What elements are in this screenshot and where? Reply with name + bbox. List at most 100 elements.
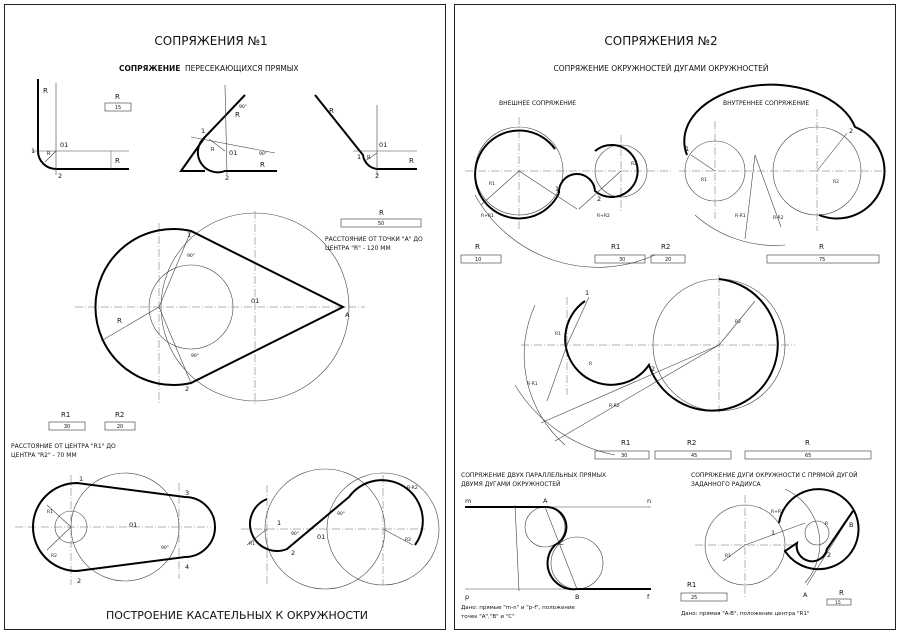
r1-dim-box (48, 421, 86, 431)
tangent-dim-label: R (379, 209, 384, 217)
mixed-r1: R1 (555, 331, 561, 337)
center-note-line1: РАССТОЯНИЕ ОТ ЦЕНТРА "R1" ДО (11, 443, 116, 450)
dim1-value-r2: 20 (665, 257, 671, 263)
dim2-box-r (744, 450, 872, 460)
r2-dim-box (104, 421, 136, 431)
arc-line-title-line1: СОПРЯЖЕНИЕ ДУГИ ОКРУЖНОСТИ С ПРЯМОЙ ДУГО… (691, 472, 858, 479)
tangent-dim-box (340, 218, 422, 228)
arc-dim-r-label: R (839, 589, 844, 597)
parallel-figure: m n p f A B C (465, 497, 651, 601)
arc-line-figure: 1 2 A B R1 R R+R1 (695, 488, 860, 599)
tangent-center: 01 (251, 297, 259, 305)
mixed-r2: R2 (735, 319, 741, 325)
rint-r1: R1 (701, 177, 707, 183)
fig1-radius: R (47, 151, 51, 157)
rint-r2: R2 (833, 179, 839, 185)
fig2-r-upper: R (235, 111, 240, 119)
mixed-r: R (589, 361, 592, 367)
int-r1: R1 (249, 541, 255, 547)
dim1-label-r-big: R (819, 243, 824, 251)
fig3-r-upper: R (329, 107, 334, 115)
dim1-value-r: 10 (475, 257, 481, 263)
sheet-left: СОПРЯЖЕНИЯ №1 СОПРЯЖЕНИЕ ПЕРЕСЕКАЮЩИХСЯ … (4, 4, 446, 630)
mixed-r-r2: R-R2 (609, 403, 620, 409)
right-mixed-figure: 1 2 R1 R2 R R-R1 R-R2 (514, 275, 795, 456)
dim1-box-r2 (650, 254, 686, 264)
fig1-dim-label: R (115, 93, 120, 101)
fig2-angle1: 90° (239, 104, 247, 110)
int-center: 01 (317, 533, 325, 541)
external-tangent-figure: 1 2 3 4 01 R1 R2 90° (15, 472, 216, 585)
fig1-dim-box (104, 102, 132, 112)
right-external-figure: 1 2 R1 R2 R+R1 R+R2 (465, 117, 671, 268)
ext-point-3: 3 (185, 489, 189, 497)
arc-line-point-1: 1 (771, 529, 775, 537)
parallel-f: f (647, 593, 650, 601)
tangent-figure: 1 2 01 A R 90° 90° (75, 211, 365, 405)
int-point-1: 1 (277, 519, 281, 527)
mixed-point-2: 2 (651, 365, 655, 373)
fig3-point-2: 2 (375, 172, 379, 180)
dim1-label-r2: R2 (661, 243, 670, 251)
section1-label: ПЕРЕСЕКАЮЩИХСЯ ПРЯМЫХ (185, 64, 299, 73)
ext-point-2: 2 (77, 577, 81, 585)
mixed-point-1: 1 (585, 289, 589, 297)
dim1-label-r: R (475, 243, 480, 251)
parallel-m: m (465, 497, 471, 505)
right-drawing: СОПРЯЖЕНИЯ №2 СОПРЯЖЕНИЕ ОКРУЖНОСТЕЙ ДУГ… (460, 34, 887, 620)
parallel-b: B (575, 593, 579, 601)
fig2-point-2: 2 (225, 174, 229, 182)
arc-line-note: Дано: прямая "A-B", положение центра "R1… (681, 611, 809, 617)
r2-dim-label: R2 (115, 411, 124, 419)
tangent-dim-value: 50 (378, 221, 384, 227)
fig3-point-1: 1 (357, 153, 361, 161)
arc-dim-r-box (826, 598, 852, 606)
dim1-value-r-big: 75 (819, 257, 825, 263)
tangent-point-1: 1 (187, 231, 191, 239)
parallel-p: p (465, 593, 469, 601)
parallel-title-line1: СОПРЯЖЕНИЕ ДВУХ ПАРАЛЛЕЛЬНЫХ ПРЯМЫХ (461, 472, 606, 479)
ext-r2: R2 (51, 553, 57, 559)
r1-dim-label: R1 (61, 411, 70, 419)
dim1-value-r1: 30 (619, 257, 625, 263)
arc-dim-r1-label: R1 (687, 581, 696, 589)
dim2-label-r1: R1 (621, 439, 630, 447)
center-note-line2: ЦЕНТРА "R2" - 70 ММ (11, 452, 77, 459)
dim2-value-r1: 30 (621, 453, 627, 459)
dim2-box-r1 (594, 450, 650, 460)
dim1-box-r-big (766, 254, 880, 264)
int-angle2: 90° (337, 511, 345, 517)
mixed-r-r1: R-R1 (527, 381, 538, 387)
parallel-c: C (559, 539, 564, 547)
tangent-angle2: 90° (191, 353, 199, 359)
fig1-point-2: 2 (58, 172, 62, 180)
arc-line-title-line2: ЗАДАННОГО РАДИУСА (691, 481, 762, 488)
rext-r-r1: R+R1 (481, 213, 494, 219)
external-label: ВНЕШНЕЕ СОПРЯЖЕНИЕ (499, 100, 576, 107)
fig3-obtuse-angle-fillet: 1 2 01 R R R (314, 94, 417, 180)
right-internal-figure: 1 2 R1 R2 R-R1 R-R2 (679, 83, 887, 246)
left-title: СОПРЯЖЕНИЯ №1 (154, 34, 267, 48)
internal-tangent-figure: 1 2 01 R1 R2 R-R2 90° 90° (241, 468, 440, 590)
fig1-point-1: 1 (31, 147, 35, 155)
ext-angle: 90° (161, 545, 169, 551)
dim2-label-r: R (805, 439, 810, 447)
int-r-sum: R-R2 (407, 485, 418, 491)
tangent-note-line1: РАССТОЯНИЕ ОТ ТОЧКИ "А" ДО (325, 236, 423, 243)
rint-point-2: 2 (849, 127, 853, 135)
tangent-note-line2: ЦЕНТРА "R" - 120 ММ (325, 245, 391, 252)
fig1-right-angle-fillet: 1 2 01 R R R R 15 (31, 79, 132, 180)
fig3-center: 01 (379, 141, 387, 149)
dim1-label-r1: R1 (611, 243, 620, 251)
dim1-box-r (460, 254, 502, 264)
r2-dim-value: 20 (117, 424, 123, 430)
right-title: СОПРЯЖЕНИЯ №2 (604, 34, 717, 48)
int-r2: R2 (405, 537, 411, 543)
rext-r-r2: R+R2 (597, 213, 610, 219)
ext-point-4: 4 (185, 563, 189, 571)
fig2-acute-angle-fillet: 1 2 01 R R R 90° 90° (179, 84, 277, 182)
fig2-radius: R (211, 147, 215, 153)
arc-dim-r1-box (680, 592, 728, 602)
left-footer: ПОСТРОЕНИЕ КАСАТЕЛЬНЫХ К ОКРУЖНОСТИ (106, 609, 368, 622)
arc-line-point-2: 2 (827, 551, 831, 559)
